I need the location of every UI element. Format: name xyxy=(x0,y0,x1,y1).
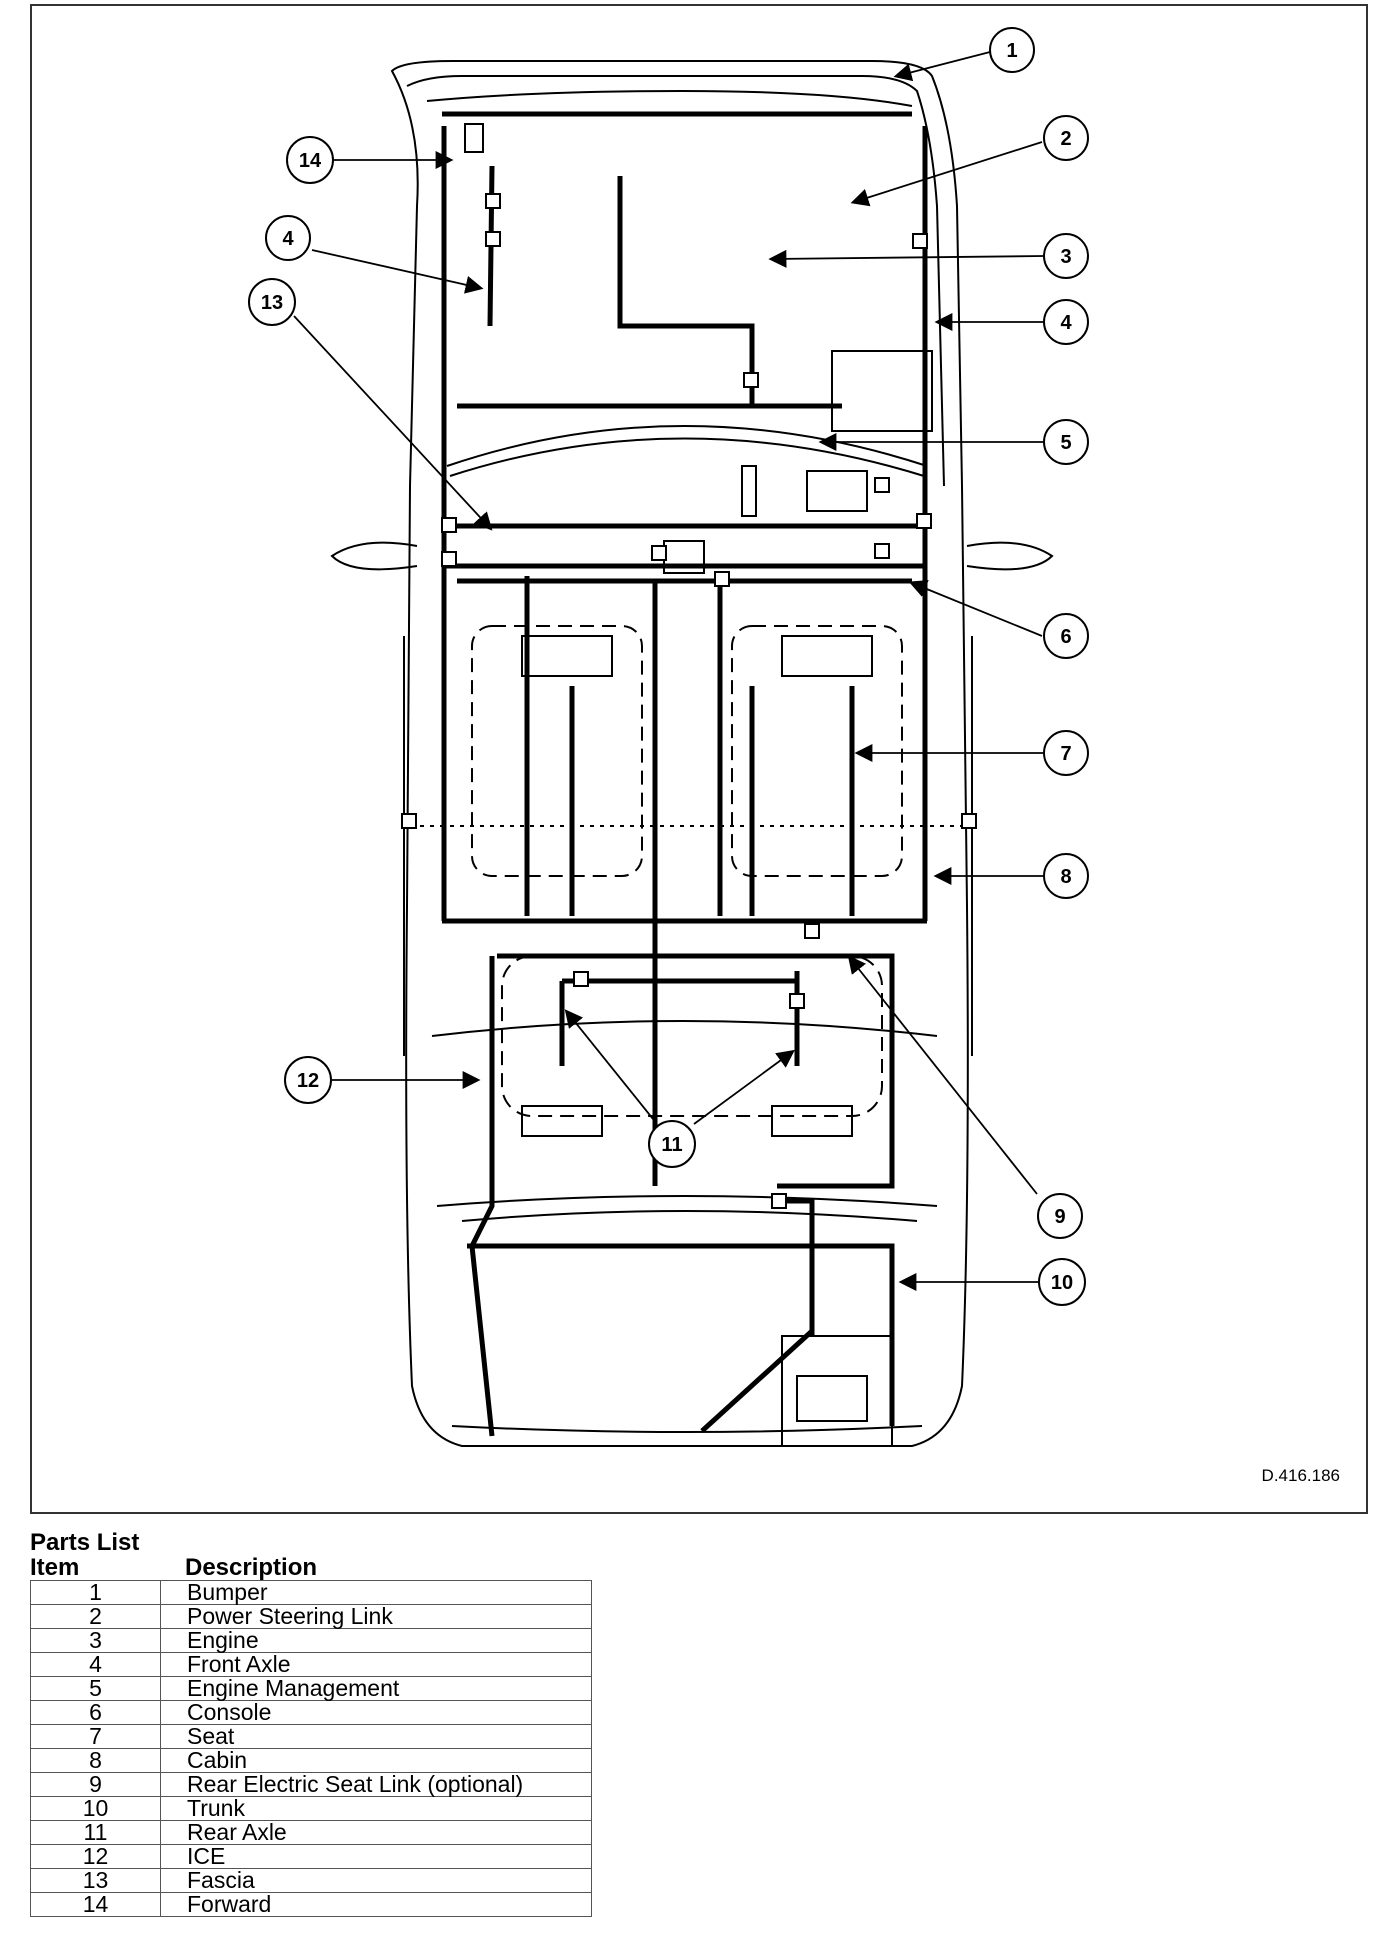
leader-lines xyxy=(293,51,1045,1291)
drawing-code: D.416.186 xyxy=(1261,1466,1340,1485)
callout-1: 1 xyxy=(989,27,1035,73)
item-number: 6 xyxy=(30,1700,161,1725)
svg-text:9: 9 xyxy=(1054,1206,1065,1228)
parts-list-title: Parts List xyxy=(30,1529,140,1556)
callout-13: 13 xyxy=(248,278,296,326)
wiring-harness xyxy=(441,111,928,1437)
diagram-frame: 1 2 3 4 4 5 6 7 8 9 10 11 12 13 14 D.416… xyxy=(30,4,1368,1514)
callout-8: 8 xyxy=(1043,853,1089,899)
svg-text:4: 4 xyxy=(1060,312,1072,334)
svg-text:12: 12 xyxy=(297,1070,319,1092)
item-number: 8 xyxy=(30,1748,161,1773)
item-description: Power Steering Link xyxy=(160,1604,592,1629)
callout-14: 14 xyxy=(286,136,334,184)
item-number: 5 xyxy=(30,1676,161,1701)
item-number: 12 xyxy=(30,1844,161,1869)
callout-7: 7 xyxy=(1043,730,1089,776)
callouts: 1 2 3 4 4 5 6 7 8 9 10 11 12 13 14 xyxy=(248,27,1089,1306)
item-header: Item xyxy=(30,1554,80,1581)
item-description: Console xyxy=(160,1700,592,1725)
callout-11: 11 xyxy=(648,1120,696,1168)
item-number: 2 xyxy=(30,1604,161,1629)
callout-10: 10 xyxy=(1038,1258,1086,1306)
callout-9: 9 xyxy=(1037,1193,1083,1239)
car-outline xyxy=(330,60,1054,1447)
item-description: Engine xyxy=(160,1628,592,1653)
callout-3: 3 xyxy=(1043,233,1089,279)
description-header: Description xyxy=(185,1554,318,1581)
svg-text:3: 3 xyxy=(1060,246,1071,268)
connectors xyxy=(401,193,977,1209)
callout-4-left: 4 xyxy=(265,215,311,261)
wiring-diagram: 1 2 3 4 4 5 6 7 8 9 10 11 12 13 14 xyxy=(248,27,1089,1447)
svg-text:5: 5 xyxy=(1060,432,1071,454)
item-number: 3 xyxy=(30,1628,161,1653)
svg-text:2: 2 xyxy=(1060,128,1071,150)
svg-text:8: 8 xyxy=(1060,866,1071,888)
svg-text:1: 1 xyxy=(1006,40,1017,62)
item-number: 1 xyxy=(30,1580,161,1605)
item-description: Bumper xyxy=(160,1580,592,1605)
callout-5: 5 xyxy=(1043,419,1089,465)
parts-list-header: Item Description xyxy=(30,1556,600,1580)
item-number: 14 xyxy=(30,1892,161,1917)
callout-12: 12 xyxy=(284,1056,332,1104)
item-description: Cabin xyxy=(160,1748,592,1773)
item-description: Engine Management xyxy=(160,1676,592,1701)
svg-text:10: 10 xyxy=(1051,1272,1073,1294)
item-description: Front Axle xyxy=(160,1652,592,1677)
item-description: Forward xyxy=(160,1892,592,1917)
item-description: Rear Axle xyxy=(160,1820,592,1845)
callout-2: 2 xyxy=(1043,115,1089,161)
svg-text:14: 14 xyxy=(299,150,322,172)
svg-text:6: 6 xyxy=(1060,626,1071,648)
callout-4-right: 4 xyxy=(1043,299,1089,345)
svg-text:7: 7 xyxy=(1060,743,1071,765)
item-description: Seat xyxy=(160,1724,592,1749)
item-number: 10 xyxy=(30,1796,161,1821)
item-description: Trunk xyxy=(160,1796,592,1821)
item-number: 9 xyxy=(30,1772,161,1797)
svg-text:4: 4 xyxy=(282,228,294,250)
item-number: 11 xyxy=(30,1820,161,1845)
item-description: Fascia xyxy=(160,1868,592,1893)
item-number: 13 xyxy=(30,1868,161,1893)
item-number: 7 xyxy=(30,1724,161,1749)
svg-text:11: 11 xyxy=(661,1134,682,1156)
item-number: 4 xyxy=(30,1652,161,1677)
item-description: Rear Electric Seat Link (optional) xyxy=(160,1772,592,1797)
svg-text:13: 13 xyxy=(261,292,283,314)
item-description: ICE xyxy=(160,1844,592,1869)
callout-6: 6 xyxy=(1043,613,1089,659)
